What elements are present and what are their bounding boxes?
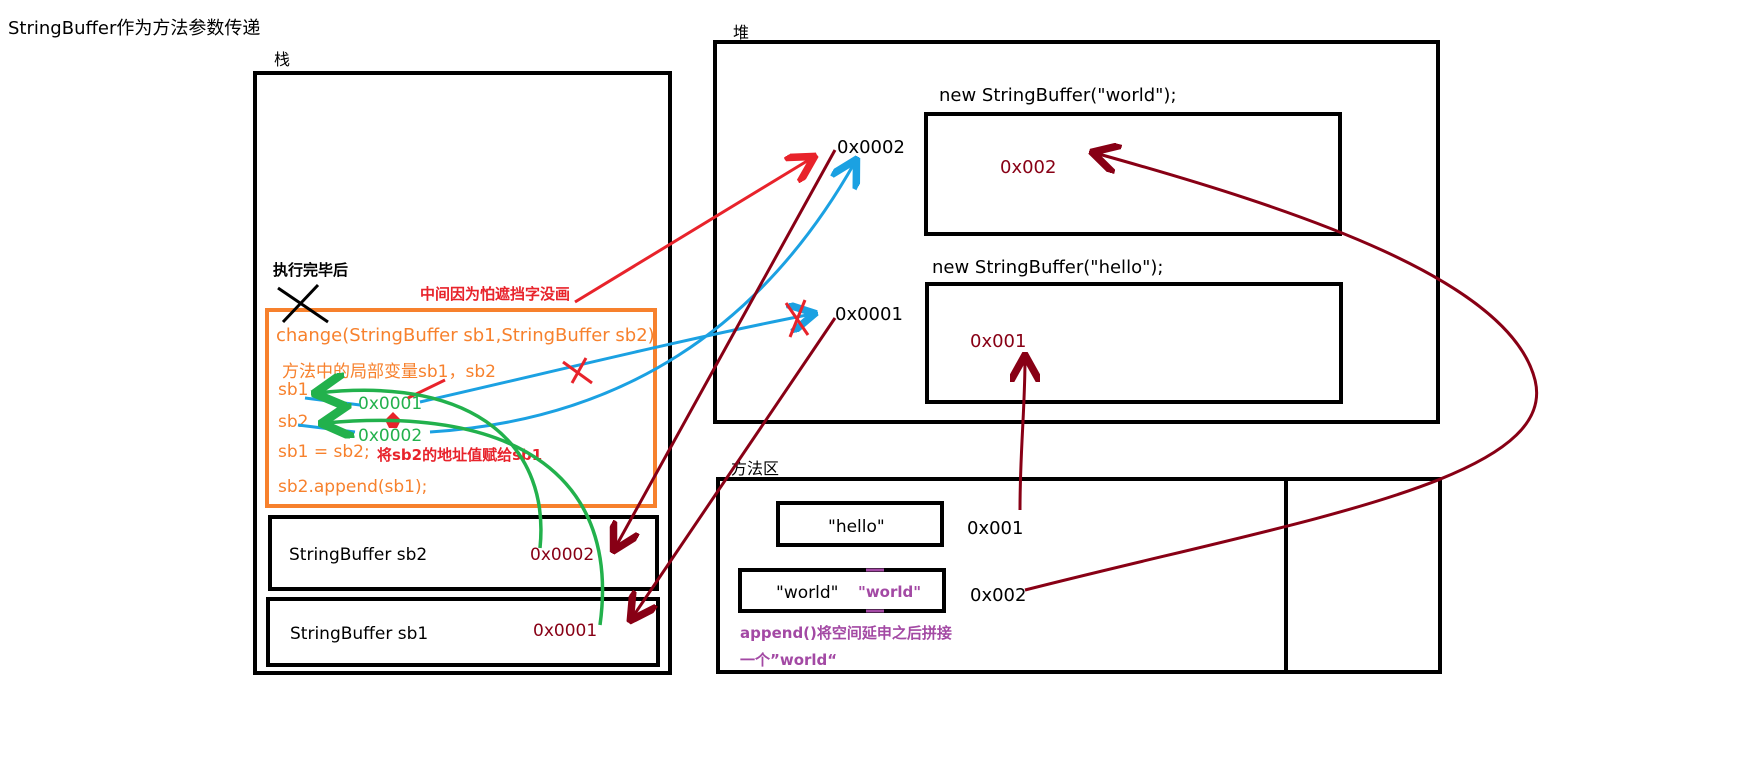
constant-hello-address: 0x001 (967, 518, 1024, 539)
main-var-sb2-value: 0x0002 (530, 545, 595, 565)
main-var-sb1-name: StringBuffer sb1 (290, 624, 429, 644)
locals-label: 方法中的局部变量sb1，sb2 (282, 362, 496, 382)
append-note-line2: 一个”world“ (740, 651, 838, 669)
heap-label: 堆 (733, 23, 750, 42)
constant-world-appended: "world" (858, 583, 922, 601)
heap-hello-ref: 0x001 (970, 331, 1027, 352)
constant-hello-text: "hello" (828, 517, 885, 537)
method-area-label: 方法区 (731, 459, 780, 478)
heap-hello-address: 0x0001 (835, 304, 903, 325)
diagram-title: StringBuffer作为方法参数传递 (8, 18, 261, 39)
constant-world-address: 0x002 (970, 585, 1027, 606)
local-sb1-label: sb1 (278, 380, 309, 400)
append-statement: sb2.append(sb1); (278, 477, 428, 497)
after-exec-label: 执行完毕后 (273, 261, 349, 279)
heap-world-code: new StringBuffer("world"); (939, 85, 1177, 106)
red-note: 中间因为怕遮挡字没画 (420, 285, 571, 303)
assign-statement: sb1 = sb2; (278, 442, 370, 462)
local-sb1-value: 0x0001 (358, 394, 423, 414)
local-sb2-label: sb2 (278, 412, 309, 432)
heap-world-address: 0x0002 (837, 137, 905, 158)
method-area-divider (1284, 477, 1288, 674)
heap-hello-code: new StringBuffer("hello"); (932, 257, 1164, 278)
main-var-sb2-name: StringBuffer sb2 (289, 545, 428, 565)
stack-label: 栈 (274, 50, 291, 69)
heap-world-ref: 0x002 (1000, 157, 1057, 178)
assign-note: 将sb2的地址值赋给sb1 (377, 446, 543, 464)
main-var-sb1-value: 0x0001 (533, 621, 598, 641)
method-signature: change(StringBuffer sb1,StringBuffer sb2… (276, 325, 655, 346)
constant-world-text: "world" (776, 583, 839, 603)
append-note-line1: append()将空间延申之后拼接 (740, 624, 952, 642)
heap-object-world (924, 112, 1342, 236)
